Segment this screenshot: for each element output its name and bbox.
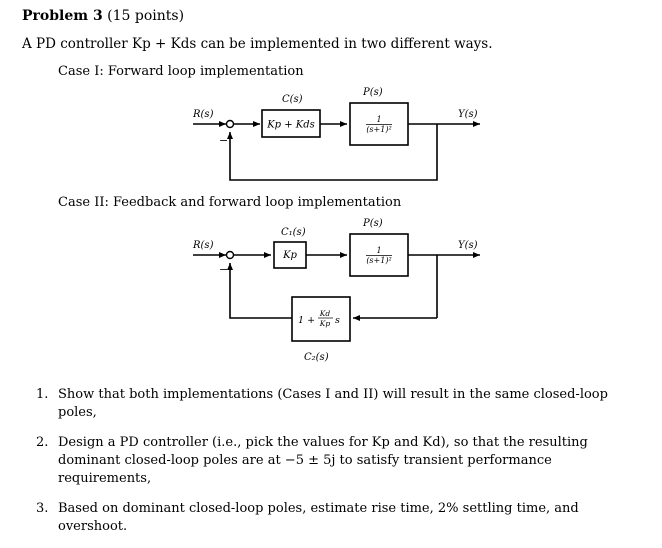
case1-minus-sign: − xyxy=(219,134,228,147)
case1-heading: Case I: Forward loop implementation xyxy=(58,64,304,79)
case1-feedback-path xyxy=(227,124,438,181)
case2-heading: Case II: Feedback and forward loop imple… xyxy=(58,195,402,210)
case2-diagram: R(s) − C₁(s) Kp P(s) 1 (s+1)² Y(s) 1 + K… xyxy=(192,218,480,363)
case2-feedback-frac-num: Kd xyxy=(319,309,331,318)
case1-controller-tf: Kp + Kds xyxy=(266,120,315,131)
case2-feedback-label: C₂(s) xyxy=(304,352,329,363)
case2-feedback-prefix: 1 + xyxy=(298,315,315,326)
task-number: 2. xyxy=(36,435,49,450)
case2-output-label: Y(s) xyxy=(458,240,478,251)
case2-feedback-frac-den: Kp xyxy=(319,319,331,328)
case1-summing-junction xyxy=(225,119,235,129)
case1-output-label: Y(s) xyxy=(458,109,478,120)
task-item: 1. Show that both implementations (Cases… xyxy=(36,386,648,422)
case2-plant-den: (s+1)² xyxy=(366,256,391,265)
problem-intro: A PD controller Kp + Kds can be implemen… xyxy=(22,36,493,52)
task-item: 2. Design a PD controller (i.e., pick th… xyxy=(36,434,648,488)
case2-plant-block xyxy=(349,233,409,277)
case1-plant-block xyxy=(349,102,409,146)
problem-title: Problem 3 (15 points) xyxy=(22,8,185,24)
block-diagrams: R(s) − C(s) Kp + Kds P(s) 1 (s+1)² Y(s) … xyxy=(192,87,480,363)
case2-forward-label: C₁(s) xyxy=(281,227,306,238)
case2-input-label: R(s) xyxy=(192,240,214,251)
case1-controller-label: C(s) xyxy=(282,94,303,105)
case2-feedback-suffix: s xyxy=(335,315,340,326)
task-text: Design a PD controller (i.e., pick the v… xyxy=(58,435,588,486)
task-text: Based on dominant closed-loop poles, est… xyxy=(58,501,579,534)
task-text: Show that both implementations (Cases I … xyxy=(58,387,608,420)
task-number: 3. xyxy=(36,501,49,516)
case2-feedback-block xyxy=(291,296,351,342)
task-item: 3. Based on dominant closed-loop poles, … xyxy=(36,500,648,536)
task-list: 1. Show that both implementations (Cases… xyxy=(36,386,648,548)
case2-feedback-return xyxy=(227,263,292,319)
case2-plant-label: P(s) xyxy=(362,218,383,229)
case1-input-label: R(s) xyxy=(192,109,214,120)
case2-minus-sign: − xyxy=(219,263,228,276)
task-number: 1. xyxy=(36,387,49,402)
case1-plant-label: P(s) xyxy=(362,87,383,98)
case1-plant-den: (s+1)² xyxy=(366,125,391,134)
case1-plant-num: 1 xyxy=(376,115,381,124)
case1-diagram: R(s) − C(s) Kp + Kds P(s) 1 (s+1)² Y(s) xyxy=(192,87,480,181)
case2-summing-junction xyxy=(225,250,235,260)
case2-plant-num: 1 xyxy=(376,246,381,255)
case2-forward-tf: Kp xyxy=(282,250,297,261)
